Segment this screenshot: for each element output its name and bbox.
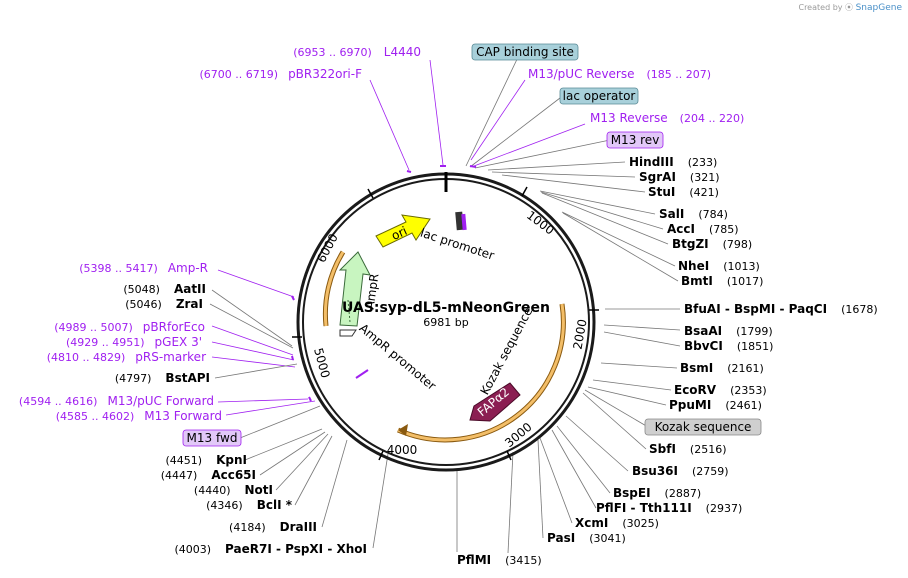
enzyme-kpni: (4451)KpnI <box>166 453 247 467</box>
enzyme-ppumi: PpuMI(2461) <box>669 398 762 412</box>
m13-fwd-label: M13 fwd <box>187 431 238 445</box>
tick-4000: 4000 <box>387 443 418 457</box>
enzyme-zrai: (5046)ZraI <box>125 297 203 311</box>
cds-arc-head <box>398 424 408 436</box>
box-lac-operator: lac operator <box>559 87 639 105</box>
ampr-promoter-block <box>339 329 357 337</box>
enzyme-noti: (4440)NotI <box>194 483 273 497</box>
lac-operator-label: lac operator <box>563 89 636 103</box>
lac-promoter-label: lac promoter <box>419 226 496 263</box>
primer-marks <box>291 165 477 402</box>
enzyme-xcmi: XcmI(3025) <box>575 516 659 530</box>
primer-pbrforeco: (4989 .. 5007)pBRforEco <box>54 320 205 334</box>
primer-connectors <box>211 59 586 416</box>
cds-arc <box>397 303 565 442</box>
m13-rev-label: M13 rev <box>611 133 660 147</box>
tick-1000: 1000 <box>524 208 557 238</box>
fapa2-arrow <box>469 382 521 422</box>
box-m13-fwd: M13 fwd <box>182 429 242 447</box>
box-m13-rev: M13 rev <box>606 131 664 149</box>
box-cap-binding-site: CAP binding site <box>471 43 579 61</box>
enzyme-bfuai-bspmi-paqci: BfuAI - BspMI - PaqCI(1678) <box>684 302 878 316</box>
ampr-arc <box>323 251 345 327</box>
enzyme-draiii: (4184)DraIII <box>229 520 317 534</box>
enzyme-bsmi: BsmI(2161) <box>680 361 764 375</box>
primer-m13-forward: (4585 .. 4602)M13 Forward <box>56 409 222 423</box>
box-kozak-sequence: Kozak sequence <box>644 418 762 436</box>
enzyme-sbfi: SbfI(2516) <box>649 442 727 456</box>
primer-m13-puc-reverse: M13/pUC Reverse(185 .. 207) <box>528 67 711 81</box>
primer-pbr322ori-f: (6700 .. 6719)pBR322ori-F <box>200 67 363 81</box>
primer-l4440: (6953 .. 6970)L4440 <box>293 45 421 59</box>
enzyme-bbvci: BbvCI(1851) <box>684 339 773 353</box>
enzyme-nhei: NheI(1013) <box>678 259 760 273</box>
plasmid-size: 6981 bp <box>423 316 468 329</box>
enzyme-bmti: BmtI(1017) <box>681 274 763 288</box>
enzyme-bsaai: BsaAI(1799) <box>684 324 773 338</box>
enzyme-sgrai: SgrAI(321) <box>639 170 720 184</box>
ori-arrow <box>375 214 431 248</box>
primer-prs-marker: (4810 .. 4829)pRS-marker <box>47 350 206 364</box>
ampr-arrow <box>338 251 371 327</box>
tick-5000: 5000 <box>311 346 332 379</box>
enzyme-bstapi: (4797)BstAPI <box>115 371 210 385</box>
ampr-arrow-label: AmpR <box>363 273 382 310</box>
enzyme-connectors <box>209 52 681 554</box>
credit-brand: SnapGene <box>855 3 902 13</box>
snapgene-logo-icon: ⦿ <box>845 3 854 12</box>
enzyme-stui: StuI(421) <box>648 185 719 199</box>
enzyme-btgzi: BtgZI(798) <box>672 237 752 251</box>
enzyme-hindiii: HindIII(233) <box>629 155 717 169</box>
enzyme-ecorv: EcoRV(2353) <box>674 383 767 397</box>
plasmid-name: UAS:syp-dL5-mNeonGreen <box>342 300 550 316</box>
enzyme-pflfi-tth111i: PflFI - Tth111I(2937) <box>596 501 742 515</box>
kozak-sequence-arc-label: Kozak sequence <box>478 305 536 397</box>
ampr-promoter-label: AmpR promoter <box>357 321 439 393</box>
enzyme-acci: AccI(785) <box>667 222 739 236</box>
enzyme-pflmi: PflMI(3415) <box>457 553 542 567</box>
credit-created-by: Created by <box>798 3 843 12</box>
snapgene-credit: Created by ⦿ SnapGene <box>798 2 902 13</box>
lac-operator-mark <box>461 213 467 231</box>
enzyme-sali: SalI(784) <box>659 207 728 221</box>
tick-marks <box>292 186 599 461</box>
tick-2000: 2000 <box>571 318 590 351</box>
enzyme-paer7i-pspxi-xhoi: (4003)PaeR7I - PspXI - XhoI <box>174 542 367 556</box>
enzyme-pasi: PasI(3041) <box>547 531 626 545</box>
enzyme-acc65i: (4447)Acc65I <box>161 468 256 482</box>
cap-binding-site-label: CAP binding site <box>476 45 574 59</box>
enzyme-bspei: BspEI(2887) <box>613 486 701 500</box>
primer-amp-r: (5398 .. 5417)Amp-R <box>79 261 208 275</box>
enzyme-bcli: (4346)BclI * <box>206 498 293 512</box>
primer-pgex-3: (4929 .. 4951)pGEX 3' <box>66 335 202 349</box>
kozak-sequence-box-label: Kozak sequence <box>655 420 752 434</box>
enzyme-bsu36i: Bsu36I(2759) <box>632 464 729 478</box>
ori-label: ori <box>389 224 409 243</box>
enzyme-aatii: (5048)AatII <box>123 282 206 296</box>
primer-m13-puc-forward: (4594 .. 4616)M13/pUC Forward <box>19 394 214 408</box>
primer-m13-reverse: M13 Reverse(204 .. 220) <box>590 111 744 125</box>
